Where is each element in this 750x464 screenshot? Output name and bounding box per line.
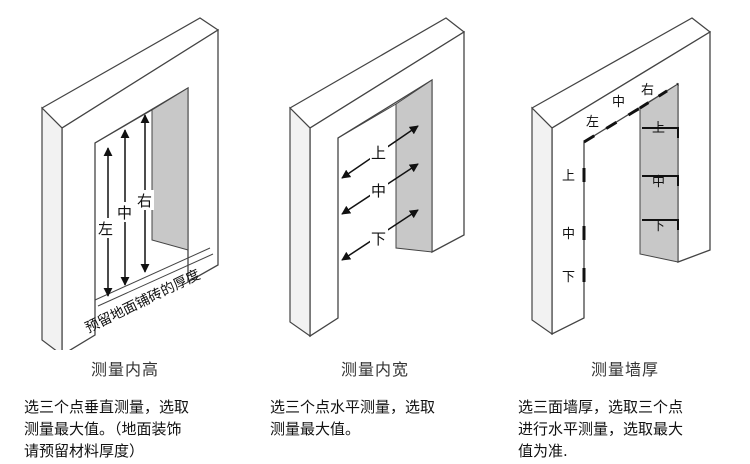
panel-description: 选三个点垂直测量，选取 测量最大值。（地面装饰 请预留材料厚度） xyxy=(24,398,190,460)
frame-left-edge xyxy=(41,106,63,350)
panel-wall-thickness: 左 中 右 上 中 下 上 中 下 测量墙厚 选三面墙厚，选取三个点 进行水平测… xyxy=(500,0,750,464)
label-floor-note: 预留地面铺砖的厚度 xyxy=(83,267,203,337)
label-bottom: 下 xyxy=(371,230,386,248)
label-left: 左 xyxy=(98,220,113,238)
frame-left-edge xyxy=(289,106,311,338)
panel-inner-width: 上 中 下 测量内宽 选三个点水平测量，选取 测量最大值。 xyxy=(250,0,500,464)
label-middle: 中 xyxy=(371,182,386,200)
label-inner-top: 上 xyxy=(652,121,665,136)
label-side-bottom: 下 xyxy=(562,270,575,285)
panel-title: 测量内宽 xyxy=(340,360,409,379)
panel-title: 测量墙厚 xyxy=(590,360,659,379)
wall-thickness-diagram: 左 中 右 上 中 下 上 中 下 xyxy=(531,17,712,336)
label-right: 右 xyxy=(137,192,152,210)
label-top-right: 右 xyxy=(641,83,654,98)
label-top-middle: 中 xyxy=(612,95,625,110)
label-top: 上 xyxy=(371,144,386,162)
label-middle: 中 xyxy=(117,204,132,222)
label-inner-bottom: 下 xyxy=(652,219,665,234)
panel-inner-height: 左 中 右 预留地面铺砖的厚度 测量内高 选三个点垂直测量，选取 测量最大值。（… xyxy=(0,0,250,464)
inner-jamb xyxy=(639,83,679,263)
label-side-top: 上 xyxy=(562,169,575,184)
label-inner-middle: 中 xyxy=(652,175,665,190)
inner-jamb xyxy=(151,87,189,251)
panel-description: 选三个点水平测量，选取 测量最大值。 xyxy=(270,398,436,438)
label-side-middle: 中 xyxy=(562,227,575,242)
inner-width-diagram: 上 中 下 xyxy=(289,17,466,338)
label-top-left: 左 xyxy=(586,115,599,130)
frame-left-edge xyxy=(531,106,553,336)
inner-height-diagram: 左 中 右 预留地面铺砖的厚度 xyxy=(41,17,220,350)
panel-description: 选三面墙厚，选取三个点 进行水平测量，选取最大 值为准. xyxy=(518,398,684,460)
panel-title: 测量内高 xyxy=(90,360,159,379)
